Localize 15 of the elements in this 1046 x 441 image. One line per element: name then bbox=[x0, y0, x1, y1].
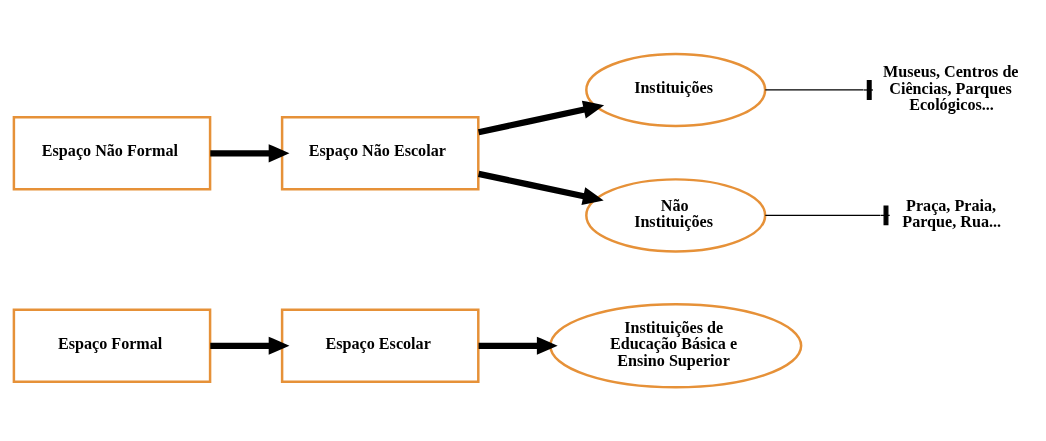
arrow bbox=[477, 100, 605, 136]
arrow bbox=[478, 336, 558, 355]
node-text: Museus, Centros de Ciências, Parques Ecológicos... bbox=[883, 63, 1019, 113]
arrow bbox=[210, 336, 290, 355]
arrow bbox=[477, 170, 604, 205]
node-box: Espaço Escolar bbox=[280, 308, 480, 383]
node-ellipse: Instituições bbox=[585, 52, 767, 128]
arrow bbox=[210, 144, 290, 163]
connector bbox=[764, 80, 874, 100]
node-text: Praça, Praia, Parque, Rua... bbox=[902, 196, 1002, 231]
node-ellipse: Instituições de Educação Básica e Ensino Superior bbox=[549, 302, 803, 389]
node-ellipse: Não Instituições bbox=[585, 178, 767, 253]
node-box: Espaço Não Formal bbox=[12, 116, 212, 191]
node-box: Espaço Formal bbox=[12, 308, 212, 383]
node-box: Espaço Não Escolar bbox=[280, 116, 480, 191]
